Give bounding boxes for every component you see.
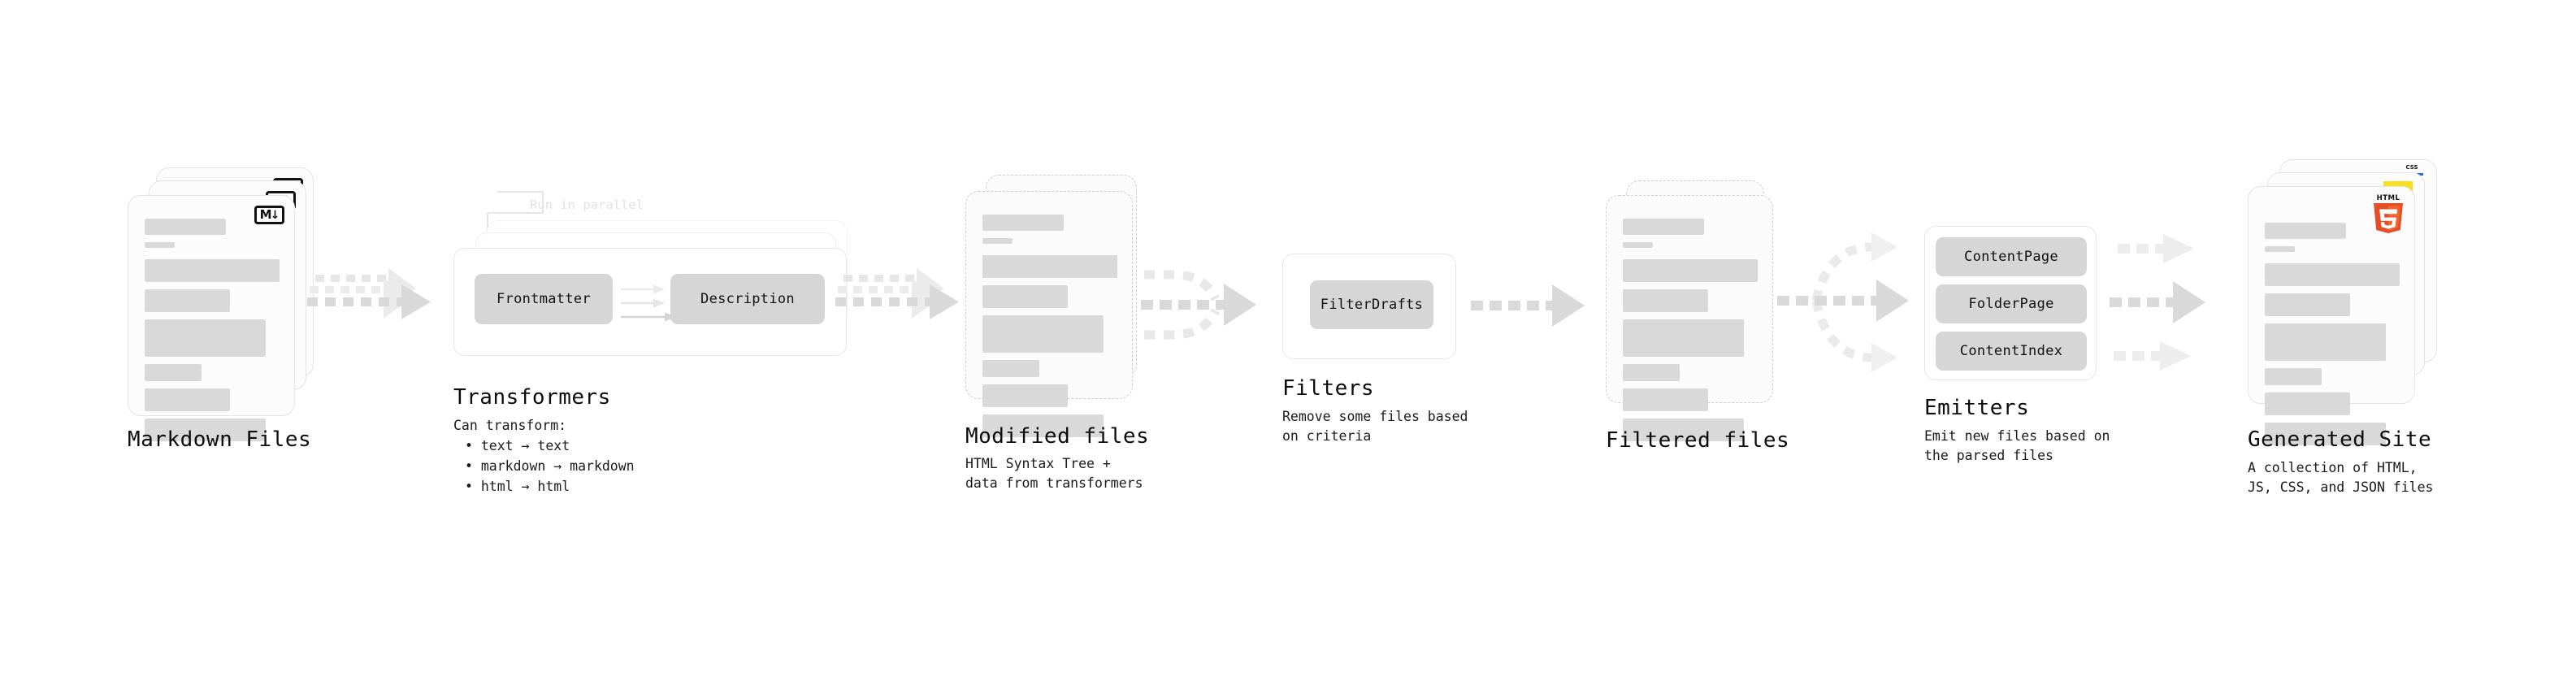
modified-files-title: Modified files [965, 424, 1150, 449]
emitters-box: ContentPage FolderPage ContentIndex [1924, 226, 2097, 380]
filters-subtitle: Remove some files based on criteria [1282, 409, 1468, 445]
emitters-title: Emitters [1924, 396, 2030, 420]
filter-pill-filterdrafts[interactable]: FilterDrafts [1310, 280, 1433, 329]
markdown-badge-front: M↓ [254, 206, 284, 224]
transformers-bullet-2: • html → html [465, 479, 570, 494]
markdown-file-card-front: M↓ [128, 195, 295, 441]
arrow-filtered-to-emitters-split [1777, 232, 1909, 372]
markdown-badge-letter: M [259, 207, 272, 222]
arrow-transformers-to-modified [835, 268, 959, 319]
html5-badge-label: HTML [2376, 194, 2400, 202]
transformer-pill-frontmatter[interactable]: Frontmatter [475, 274, 613, 324]
filtered-files-title: Filtered files [1606, 428, 1790, 453]
html5-badge: HTML [2371, 194, 2405, 233]
site-file-card-front: HTML [2248, 186, 2415, 445]
emitters-subtitle: Emit new files based on the parsed files [1924, 428, 2110, 464]
markdown-badge-arrow-icon: ↓ [270, 208, 280, 222]
arrow-markdown-to-transformers [307, 268, 431, 319]
html5-shield-icon [2374, 203, 2403, 233]
css3-badge-label: CSS [2405, 164, 2418, 171]
transformer-card-front: Frontmatter Description [453, 248, 847, 356]
emitter-pill-folderpage[interactable]: FolderPage [1936, 284, 2087, 323]
modified-file-card-front [965, 191, 1133, 437]
transformer-inner-arrows [621, 284, 676, 322]
filters-title: Filters [1282, 376, 1375, 401]
arrow-modified-to-filters-merge [1141, 270, 1256, 340]
transformers-title: Transformers [453, 385, 611, 410]
run-in-parallel-label: Run in parallel [530, 197, 644, 212]
generated-site-title: Generated Site [2248, 427, 2432, 452]
filtered-file-card-front [1606, 195, 1773, 441]
arrow-filters-to-filtered [1471, 284, 1585, 327]
run-in-parallel-bracket [487, 191, 544, 237]
transformers-subtitle: Can transform: [453, 418, 567, 433]
emitter-pill-contentindex[interactable]: ContentIndex [1936, 332, 2087, 371]
generated-site-subtitle: A collection of HTML, JS, CSS, and JSON … [2248, 460, 2434, 496]
file-skeleton-lines [1623, 219, 1758, 449]
markdown-files-title: Markdown Files [128, 427, 312, 452]
file-skeleton-lines [982, 215, 1117, 445]
modified-files-subtitle: HTML Syntax Tree + data from transformer… [965, 456, 1143, 492]
transformers-bullet-0: • text → text [465, 438, 570, 453]
file-skeleton-lines [2265, 210, 2400, 453]
file-skeleton-lines [145, 219, 280, 449]
filters-box: FilterDrafts [1282, 254, 1456, 359]
transformer-pill-description[interactable]: Description [670, 274, 825, 324]
arrow-emitters-to-site [2110, 234, 2205, 371]
transformers-bullet-1: • markdown → markdown [465, 458, 635, 474]
emitter-pill-contentpage[interactable]: ContentPage [1936, 237, 2087, 276]
